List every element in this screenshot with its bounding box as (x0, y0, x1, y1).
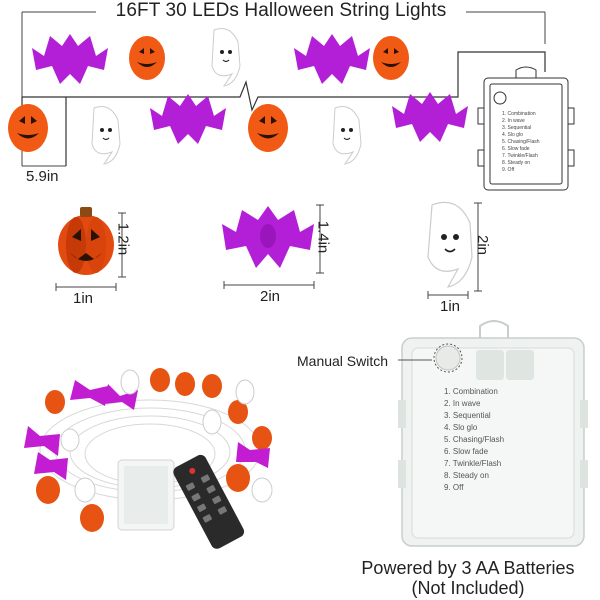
pumpkin-icon (175, 372, 195, 396)
remote-control-icon (173, 454, 245, 549)
product-title: 16FT 30 LEDs Halloween String Lights (115, 0, 447, 21)
bat-icon (32, 34, 108, 84)
pumpkin-icon (248, 104, 288, 152)
pumpkin-icon (80, 504, 104, 532)
battery-box (117, 459, 175, 531)
mode-item: 7. Twinkle/Flash (444, 459, 502, 468)
pumpkin-icon (228, 400, 248, 424)
bat-icon (222, 206, 314, 268)
pumpkin-icon (202, 374, 222, 398)
pumpkin-icon (8, 104, 48, 152)
switch-pointer (433, 343, 463, 373)
mode-item: 5. Chasing/Flash (444, 435, 505, 444)
ghost-width-label: 1in (440, 298, 461, 315)
mode-item: 1. Combination (444, 387, 498, 396)
mode-item: 2. In wave (444, 399, 481, 408)
product-photo (24, 368, 273, 549)
bat-height-label: 1.4in (314, 220, 332, 254)
battery-box-sketch (477, 66, 575, 191)
size-details (55, 201, 482, 299)
pumpkin-icon (129, 36, 165, 80)
bat-icon (294, 34, 370, 84)
bat-icon (34, 452, 68, 480)
pumpkin-dims (55, 212, 126, 291)
ghost-icon (91, 106, 121, 165)
ghost-icon (235, 379, 255, 405)
battery-note: Powered by 3 AA Batteries (361, 558, 575, 578)
pumpkin-icon (226, 464, 250, 492)
mini-mode-list: 1. Combination 2. In wave 3. Sequential … (502, 111, 540, 173)
pumpkin-icon (36, 476, 60, 504)
pumpkin-icon (252, 426, 272, 450)
mode-item: 6. Slow fade (444, 447, 489, 456)
pumpkin-icon (373, 36, 409, 80)
spacing-label: 5.9in (26, 168, 59, 185)
ghost-icon (427, 201, 473, 288)
switch-leader-line (398, 359, 432, 361)
battery-note-subtext: (Not Included) (411, 578, 525, 598)
bat-icon (392, 92, 468, 142)
ghost-dims (427, 202, 482, 299)
pumpkin-icon (58, 207, 114, 275)
bat-icon (150, 94, 226, 144)
mode-list: 1. Combination 2. In wave 3. Sequential … (444, 386, 574, 494)
bat-icon (236, 442, 270, 468)
manual-switch-label: Manual Switch (297, 353, 389, 369)
bat-icon (70, 380, 108, 406)
spacing-bracket (21, 150, 66, 167)
ghost-icon (202, 409, 222, 435)
mode-item: 4. Slo glo (444, 423, 478, 432)
bat-width-label: 2in (260, 288, 281, 305)
length-bracket (21, 11, 546, 100)
ghost-icon (211, 28, 241, 87)
mode-item: 9. Off (444, 483, 464, 492)
mode-item: 8. Steady on (444, 471, 489, 480)
pumpkin-width-label: 1in (73, 290, 94, 307)
ghost-icon (74, 477, 96, 503)
bat-icon (24, 426, 60, 456)
ghost-height-label: 2in (474, 234, 492, 256)
pumpkin-icon (45, 390, 65, 414)
battery-box-closeup (398, 320, 588, 547)
bat-icon (104, 384, 138, 410)
string-lights-diagram (8, 11, 575, 191)
mode-item: 3. Sequential (444, 411, 491, 420)
ghost-icon (251, 477, 273, 503)
bat-dims (223, 204, 324, 289)
pumpkin-height-label: 1.2in (114, 222, 132, 256)
pumpkin-icon (150, 368, 170, 392)
ghost-icon (60, 428, 80, 452)
ghost-icon (332, 106, 362, 165)
ghost-icon (120, 369, 140, 395)
